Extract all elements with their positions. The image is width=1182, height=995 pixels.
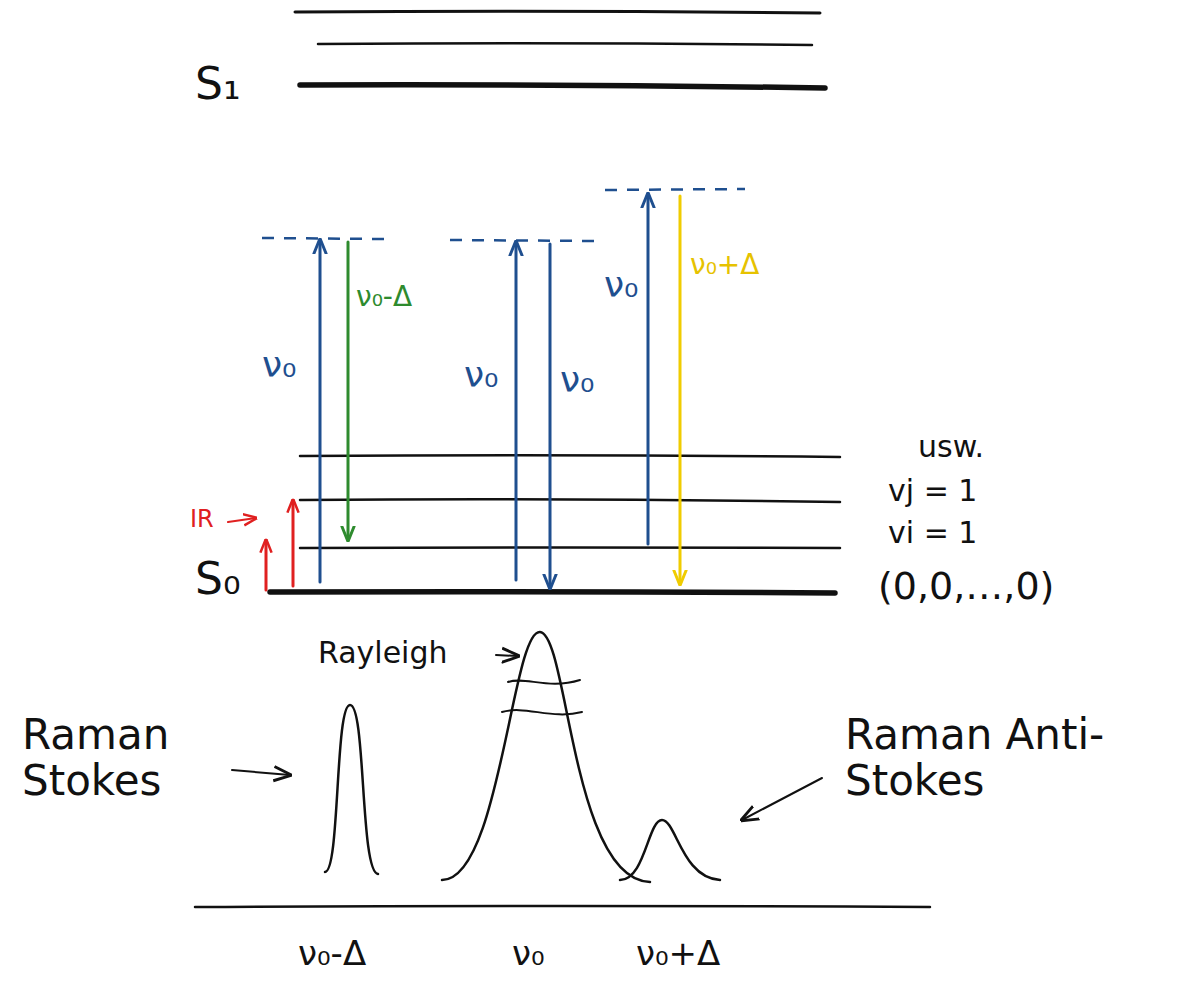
ir-label: IR [190,505,214,533]
spectrum [195,632,930,907]
label-holder: ν₀ [512,935,545,972]
label-holder: ν₀-Δ [356,282,412,313]
frequency-label: ν₀ [604,264,639,305]
level-label: vj = 1 [888,473,977,508]
frequency-label: ν₀ [262,344,297,385]
label-holder: Raman Anti-Stokes [845,712,1155,804]
level-note: usw. [918,429,984,464]
state-name: S₁ [195,58,241,109]
label-holder: Rayleigh [318,636,448,669]
frequency-label: ν₀ [560,359,595,400]
virtual-levels [262,189,745,241]
label-holder: vi = 1 [888,516,977,549]
peak-label: Raman Anti-Stokes [845,710,1104,805]
label-holder: ν₀-Δ [298,935,366,972]
label-holder: S₀ [195,555,241,603]
peak-label: Raman Stokes [22,710,169,805]
label-holder: ν₀ [560,360,595,400]
state-name: S₀ [195,553,241,604]
label-holder: (0,0,…,0) [878,566,1054,608]
peak-label: Rayleigh [318,635,448,670]
label-holder: IR [190,506,214,532]
axis-label: ν₀+Δ [636,933,720,973]
label-holder: ν₀ [464,355,499,395]
level-label: vi = 1 [888,515,977,550]
label-holder: usw. [918,430,984,463]
label-holder: S₁ [195,60,241,108]
label-holder: ν₀ [604,265,639,305]
transition-arrows [228,194,680,590]
axis-label: ν₀ [512,933,545,973]
label-holder: ν₀+Δ [690,250,759,281]
frequency-label: ν₀+Δ [690,248,759,281]
frequency-label: ν₀ [464,354,499,395]
label-holder: Raman Stokes [22,712,222,804]
level-label: (0,0,…,0) [878,564,1054,608]
energy-levels [270,11,840,593]
label-holder: ν₀+Δ [636,935,720,972]
axis-label: ν₀-Δ [298,933,366,973]
frequency-label: ν₀-Δ [356,280,412,313]
label-holder: ν₀ [262,345,297,385]
label-holder: vj = 1 [888,474,977,507]
